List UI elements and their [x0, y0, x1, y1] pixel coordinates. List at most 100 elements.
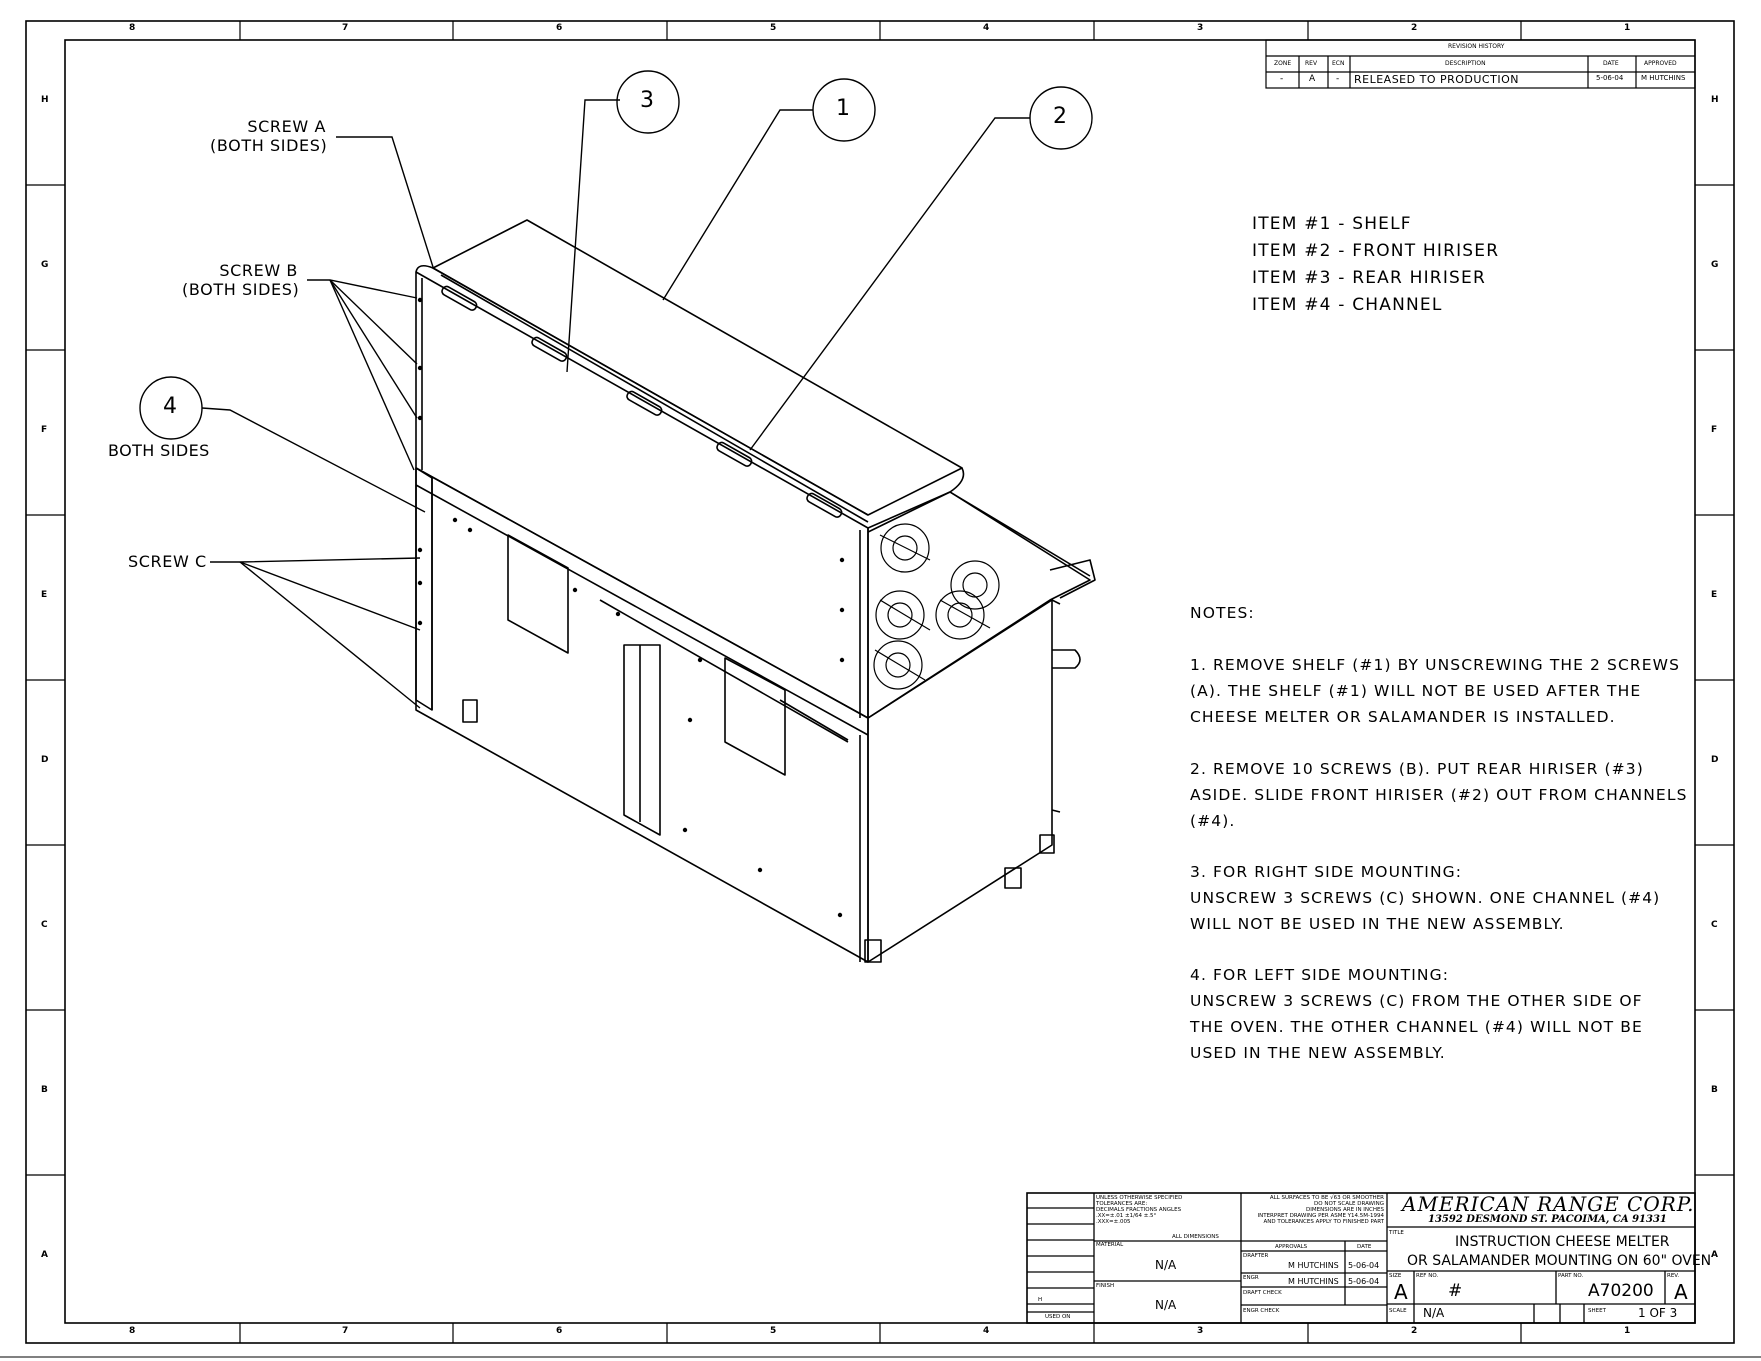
surfaces-line: ALL SURFACES TO BE √63 OR SMOOTHER [1269, 1195, 1384, 1201]
rev-ecn-value: - [1336, 74, 1340, 84]
zone-col-1: 1 [1624, 23, 1631, 33]
rev-header-ecn: ECN [1332, 60, 1345, 67]
zone-row-e: E [41, 590, 48, 600]
title-block-grid [1026, 1192, 1696, 1324]
company-address: 13592 DESMOND ST. PACOIMA, CA 91331 [1428, 1214, 1667, 1225]
note-line: CHEESE MELTER OR SALAMANDER IS INSTALLED… [1190, 708, 1616, 726]
item-1: ITEM #1 - SHELF [1252, 214, 1412, 234]
surfaces-line: INTERPRET DRAWING PER ASME Y14.5M-1994 [1257, 1213, 1384, 1219]
drafter-date: 5-06-04 [1348, 1261, 1380, 1270]
item-4: ITEM #4 - CHANNEL [1252, 295, 1443, 315]
engr-name: M HUTCHINS [1288, 1277, 1339, 1286]
tolerance-line: DECIMALS FRACTIONS ANGLES [1096, 1207, 1182, 1213]
engr-check-label: ENGR CHECK [1243, 1308, 1280, 1314]
note-line: THE OVEN. THE OTHER CHANNEL (#4) WILL NO… [1190, 1018, 1643, 1036]
tolerance-line: UNLESS OTHERWISE SPECIFIED [1096, 1195, 1183, 1201]
zone-col-2-bottom: 2 [1411, 1326, 1418, 1336]
drawing-title-line-1: INSTRUCTION CHEESE MELTER [1455, 1234, 1670, 1250]
material-label: MATERIAL [1096, 1242, 1124, 1248]
finish-value: N/A [1155, 1298, 1177, 1312]
sheet-label: SHEET [1588, 1308, 1606, 1314]
zone-row-g-right: G [1711, 260, 1719, 270]
rev-value: A [1309, 74, 1316, 84]
callout-bubble-3: 3 [640, 88, 654, 113]
part-no-label: PART NO. [1558, 1273, 1584, 1279]
surfaces-line: DIMENSIONS ARE IN INCHES [1306, 1207, 1384, 1213]
rev-value: A [1674, 1280, 1688, 1304]
zone-col-3: 3 [1197, 23, 1204, 33]
tolerances-block: UNLESS OTHERWISE SPECIFIED TOLERANCES AR… [1096, 1195, 1182, 1225]
material-value: N/A [1155, 1258, 1177, 1272]
zone-row-h: H [41, 95, 49, 105]
screw-a-note: (BOTH SIDES) [210, 136, 328, 155]
all-dimensions-label: ALL DIMENSIONS [1172, 1234, 1219, 1240]
leader-lines [139, 70, 1093, 709]
surfaces-line: AND TOLERANCES APPLY TO FINISHED PART [1263, 1219, 1384, 1225]
zone-col-5: 5 [770, 23, 777, 33]
rev-date-value: 5-06-04 [1596, 74, 1624, 82]
callout-bubble-4: 4 [163, 394, 177, 419]
screw-b-title: SCREW B [219, 261, 298, 280]
zone-col-2: 2 [1411, 23, 1418, 33]
zone-row-c-right: C [1711, 920, 1718, 930]
date-label: DATE [1357, 1244, 1372, 1250]
rev-header-rev: REV [1305, 60, 1318, 67]
callout-bubble-2: 2 [1053, 104, 1067, 129]
company-name: AMERICAN RANGE CORP. [1402, 1192, 1695, 1216]
revision-history-table [1265, 39, 1696, 89]
zone-row-a-right: A [1711, 1250, 1718, 1260]
note-line: ASIDE. SLIDE FRONT HIRISER (#2) OUT FROM… [1190, 786, 1688, 804]
surfaces-block: ALL SURFACES TO BE √63 OR SMOOTHER DO NO… [1241, 1195, 1384, 1225]
finish-label: FINISH [1096, 1283, 1115, 1289]
both-sides-label: BOTH SIDES [108, 441, 210, 460]
scale-label: SCALE [1389, 1308, 1407, 1314]
zone-col-1-bottom: 1 [1624, 1326, 1631, 1336]
zone-row-g: G [41, 260, 49, 270]
zone-col-3-bottom: 3 [1197, 1326, 1204, 1336]
item-3: ITEM #3 - REAR HIRISER [1252, 268, 1486, 288]
drawing-title-line-2: OR SALAMANDER MOUNTING ON 60" OVEN [1407, 1253, 1712, 1269]
zone-col-8-bottom: 8 [129, 1326, 136, 1336]
revision-history-title: REVISION HISTORY [1448, 43, 1505, 50]
note-line: 1. REMOVE SHELF (#1) BY UNSCREWING THE 2… [1190, 656, 1681, 674]
notes-title: NOTES: [1190, 604, 1255, 622]
zone-col-4-bottom: 4 [983, 1326, 990, 1336]
engr-date: 5-06-04 [1348, 1277, 1380, 1286]
note-line: WILL NOT BE USED IN THE NEW ASSEMBLY. [1190, 915, 1565, 933]
sheet-border [0, 20, 1761, 1358]
note-line: 4. FOR LEFT SIDE MOUNTING: [1190, 966, 1450, 984]
zone-col-7: 7 [342, 23, 349, 33]
rev-header-zone: ZONE [1274, 60, 1292, 67]
note-line: (A). THE SHELF (#1) WILL NOT BE USED AFT… [1190, 682, 1642, 700]
surfaces-line: DO NOT SCALE DRAWING [1314, 1201, 1384, 1207]
h-mark: H [1038, 1297, 1043, 1303]
screw-b-note: (BOTH SIDES) [182, 280, 300, 299]
note-line: UNSCREW 3 SCREWS (C) SHOWN. ONE CHANNEL … [1190, 889, 1661, 907]
used-on-label: USED ON [1045, 1314, 1071, 1320]
rev-approved-value: M HUTCHINS [1641, 74, 1686, 82]
callout-bubble-1: 1 [836, 96, 850, 121]
engr-label: ENGR [1243, 1275, 1259, 1281]
zone-row-d: D [41, 755, 49, 765]
screw-c-label: SCREW C [128, 552, 207, 571]
zone-row-a: A [41, 1250, 48, 1260]
note-line: (#4). [1190, 812, 1236, 830]
tolerance-line: .XXX=±.005 [1096, 1219, 1131, 1225]
zone-col-4: 4 [983, 23, 990, 33]
zone-col-7-bottom: 7 [342, 1326, 349, 1336]
zone-row-e-right: E [1711, 590, 1718, 600]
ref-no-label: REF NO. [1416, 1273, 1439, 1279]
draft-check-label: DRAFT CHECK [1243, 1290, 1282, 1296]
rev-label: REV. [1667, 1273, 1680, 1279]
note-line: 2. REMOVE 10 SCREWS (B). PUT REAR HIRISE… [1190, 760, 1644, 778]
note-line: UNSCREW 3 SCREWS (C) FROM THE OTHER SIDE… [1190, 992, 1643, 1010]
approvals-label: APPROVALS [1275, 1244, 1308, 1250]
part-no-value: A70200 [1588, 1281, 1654, 1301]
title-label: TITLE [1389, 1230, 1404, 1236]
zone-row-c: C [41, 920, 48, 930]
zone-col-8: 8 [129, 23, 136, 33]
size-value: A [1394, 1280, 1408, 1304]
item-2: ITEM #2 - FRONT HIRISER [1252, 241, 1500, 261]
range-isometric-drawing [415, 219, 1096, 963]
